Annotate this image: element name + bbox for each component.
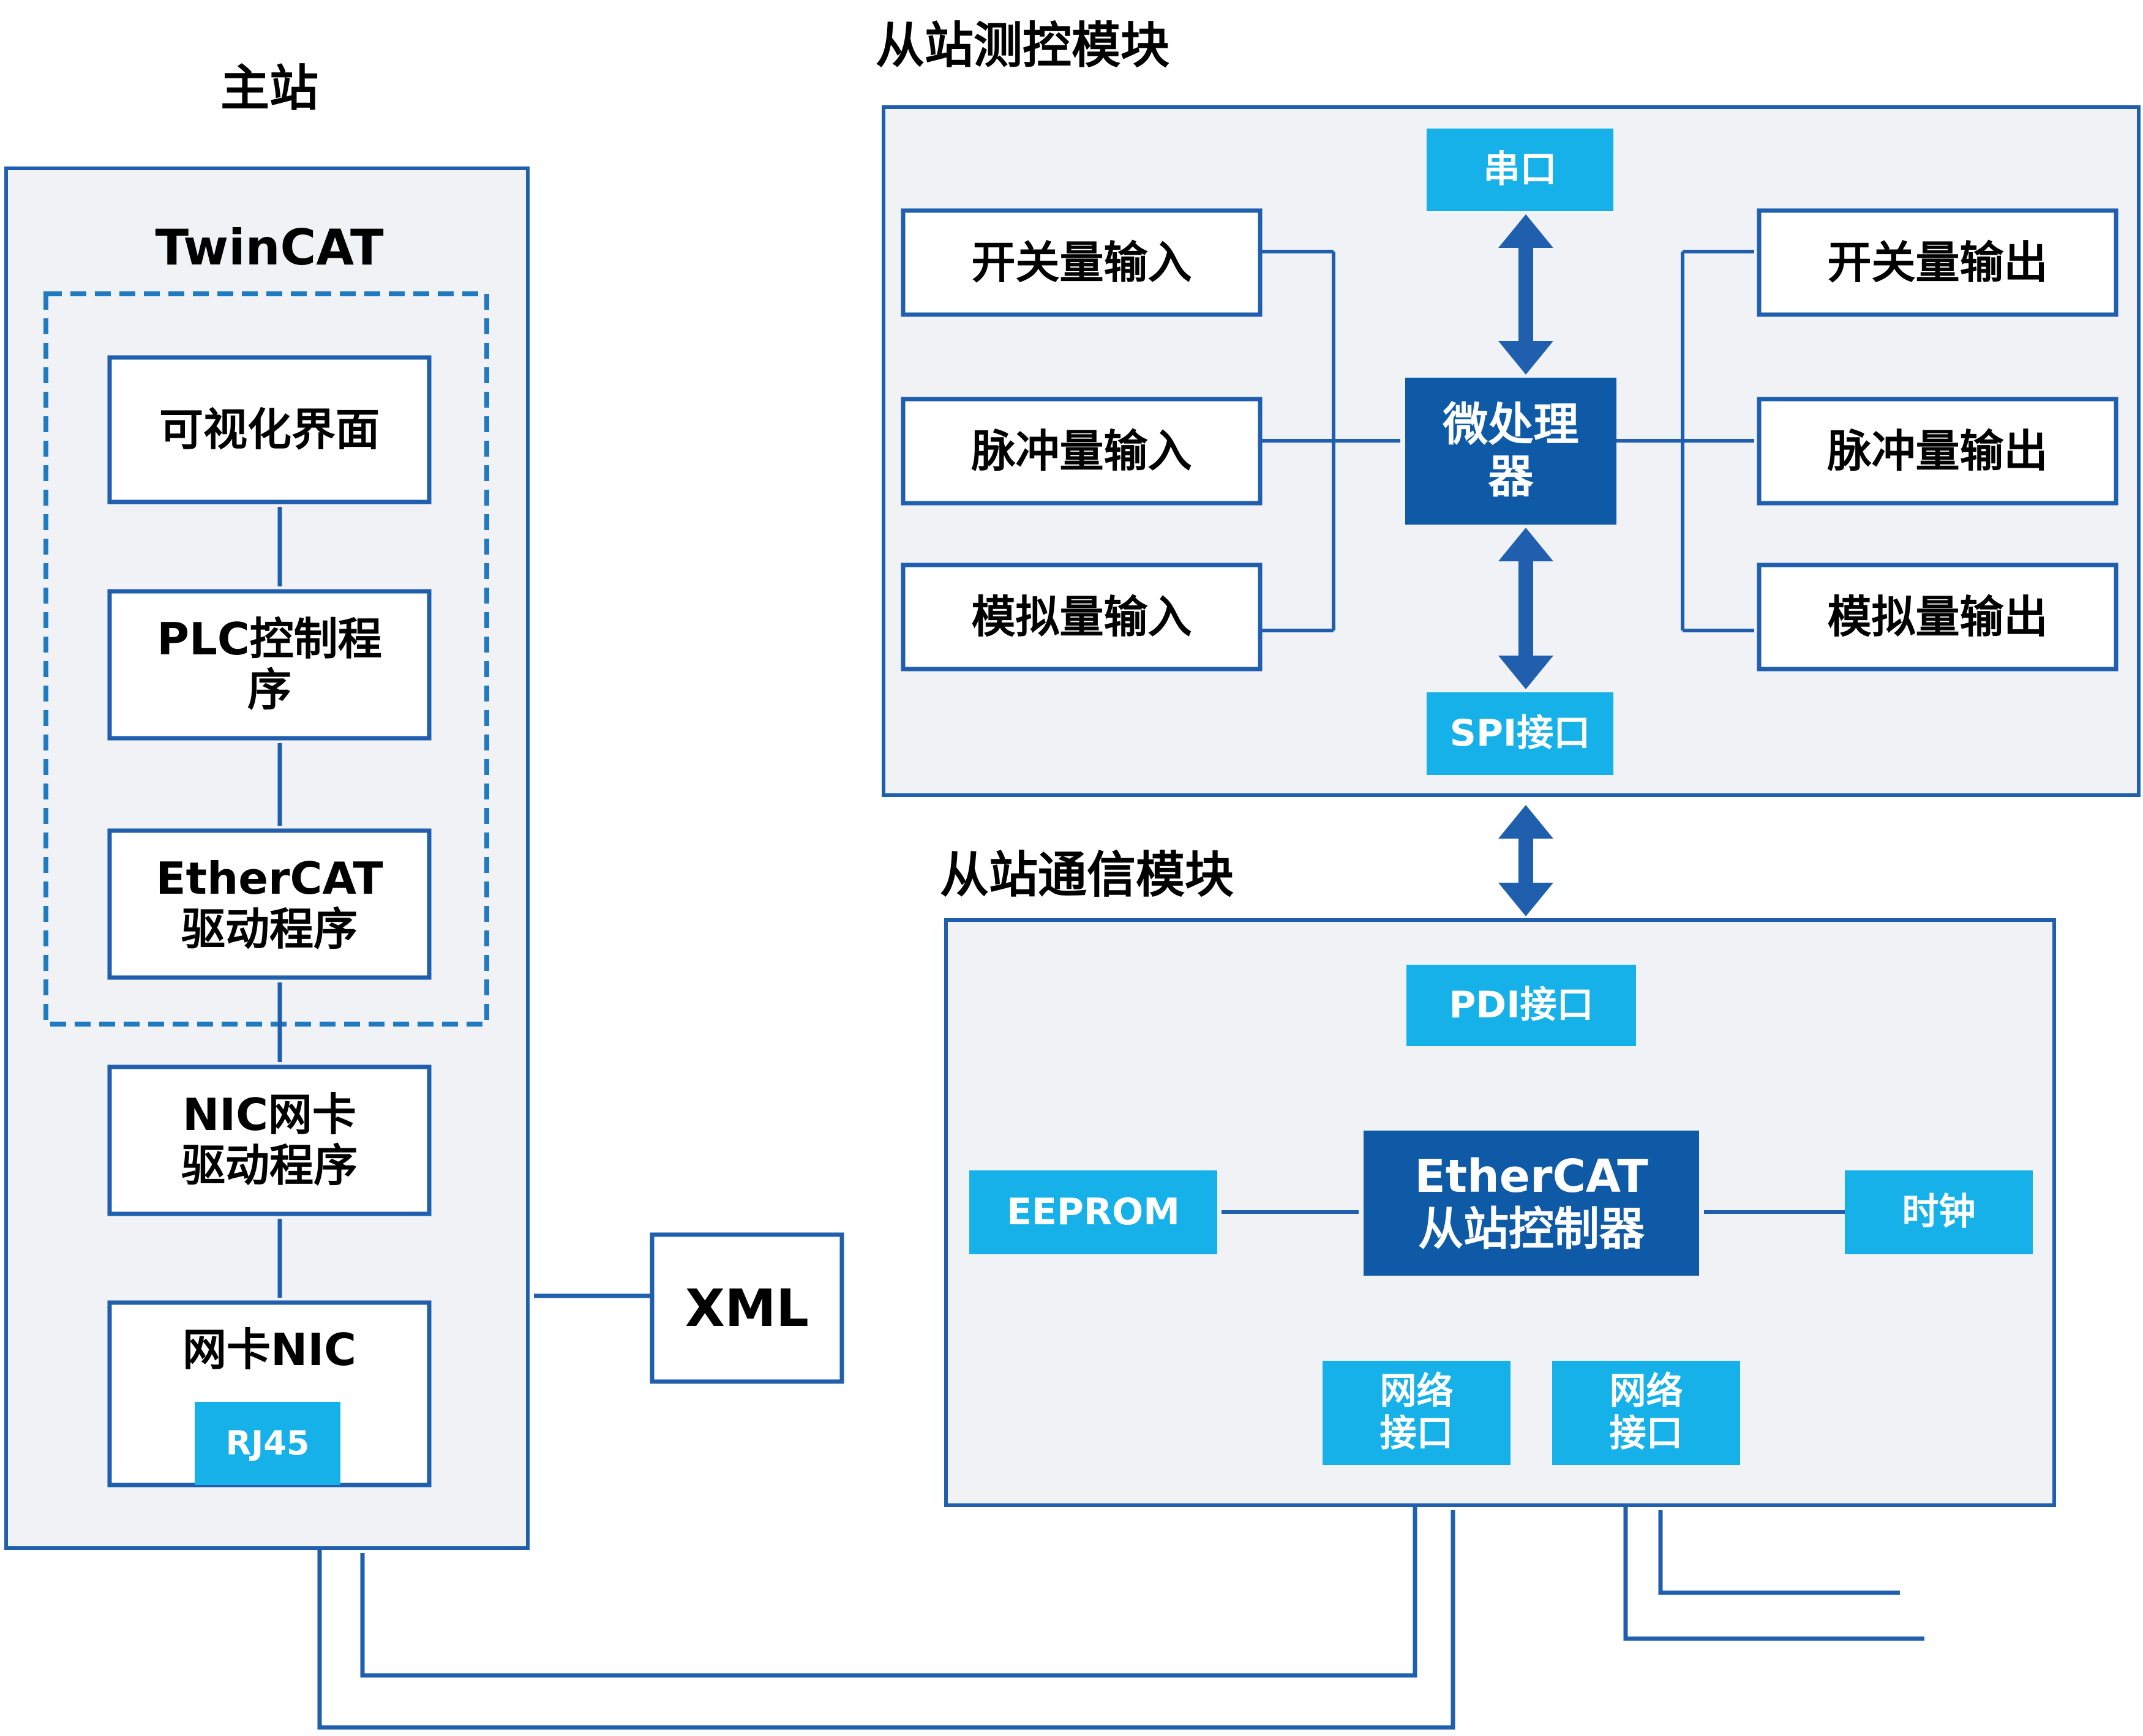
rj45-label: RJ45 (225, 1423, 310, 1462)
ecat-driver-label: EtherCAT 驱动程序 (156, 853, 383, 955)
esc-box (1364, 1131, 1699, 1276)
clock-label: 时钟 (1902, 1191, 1976, 1233)
ecat-driver-box (107, 828, 432, 980)
comm-title: 从站通信模块 (940, 847, 1234, 904)
eeprom-box (969, 1170, 1217, 1254)
serial-label: 串口 (1483, 148, 1557, 191)
output-label-1: 脉冲量输出 (1827, 425, 2048, 477)
port1-box (1323, 1361, 1511, 1465)
nic-label: 网卡NIC (182, 1323, 356, 1375)
twincat-dashed-frame (43, 291, 489, 1027)
output-box-1 (1757, 397, 2119, 506)
output-box-0 (1757, 208, 2119, 317)
input-connectors (1260, 250, 1400, 632)
xml-box (650, 1232, 844, 1384)
port1-label: 网络 接口 (1379, 1370, 1454, 1455)
serial-box (1427, 129, 1613, 211)
network-wiring (317, 1505, 1924, 1730)
plc-box (107, 589, 432, 741)
twincat-label: TwinCAT (155, 219, 384, 276)
port2-label: 网络 接口 (1609, 1370, 1683, 1455)
xml-label: XML (685, 1278, 809, 1338)
input-box-2 (901, 563, 1263, 672)
mcu-label: 微处理 器 (1443, 398, 1579, 503)
hmi-label: 可视化界面 (159, 403, 380, 455)
input-label-0: 开关量输入 (971, 236, 1192, 288)
input-label-1: 脉冲量输入 (971, 425, 1192, 477)
rj45-box (195, 1402, 340, 1485)
esc-label: EtherCAT 从站控制器 (1414, 1150, 1648, 1255)
mcu-box (1405, 378, 1616, 525)
input-label-2: 模拟量输入 (971, 591, 1192, 643)
port2-box (1552, 1361, 1740, 1465)
plc-label: PLC控制程 序 (157, 613, 382, 716)
output-label-2: 模拟量输出 (1827, 591, 2048, 643)
input-box-0 (901, 208, 1263, 317)
nic-driver-box (107, 1064, 432, 1216)
output-connectors (1616, 250, 1754, 632)
hmi-box (107, 355, 432, 504)
pdi-label: PDI接口 (1449, 984, 1594, 1027)
spi-label: SPI接口 (1449, 712, 1591, 755)
measure-title: 从站测控模块 (876, 17, 1169, 74)
output-box-2 (1757, 563, 2119, 672)
eeprom-label: EEPROM (1007, 1191, 1180, 1233)
spi-box (1427, 692, 1613, 775)
nic-driver-label: NIC网卡 驱动程序 (181, 1089, 358, 1191)
master-title: 主站 (220, 60, 318, 117)
clock-box (1845, 1170, 2033, 1254)
pdi-box (1406, 965, 1636, 1046)
output-label-0: 开关量输出 (1827, 236, 2048, 288)
input-box-1 (901, 397, 1263, 506)
